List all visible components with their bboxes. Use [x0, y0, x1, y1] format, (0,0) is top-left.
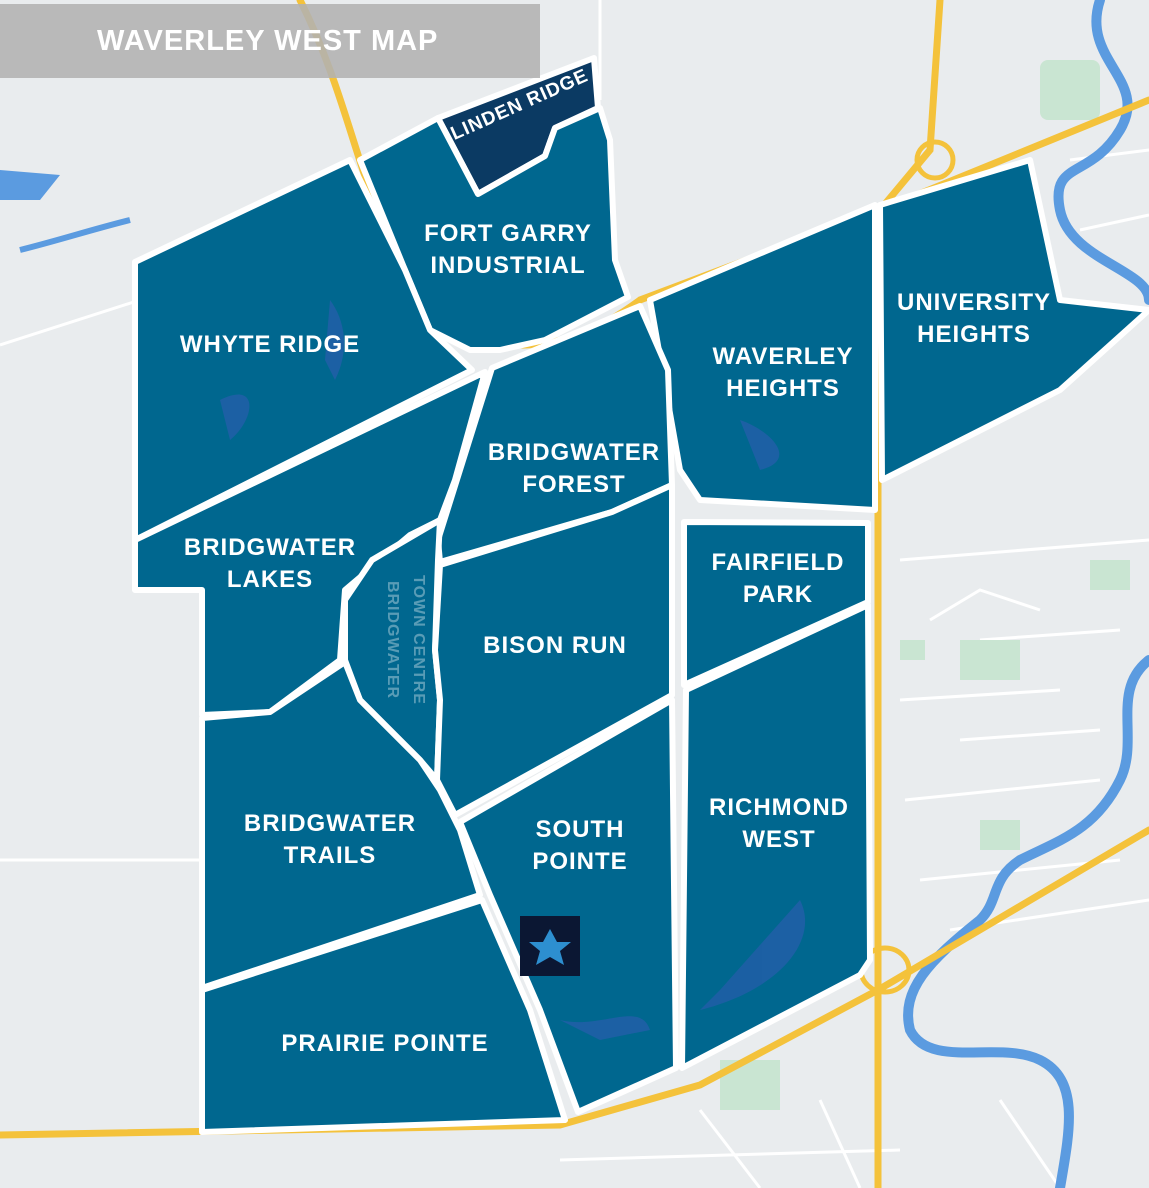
neighbourhood-ponds [220, 300, 806, 1040]
bridgwater-trails-label-line: BRIDGWATER [244, 810, 416, 837]
town-centre-label-line: BRIDGWATER [384, 581, 401, 699]
waverley-heights-label-line: WAVERLEY [713, 343, 854, 370]
prairie-pointe-area[interactable] [199, 897, 568, 1135]
university-heights-label-line: HEIGHTS [917, 321, 1031, 348]
fairfield-park-label-line: FAIRFIELD [712, 549, 845, 576]
fairfield-park-label-line: PARK [743, 581, 813, 608]
bridgwater-trails-area[interactable] [199, 659, 483, 991]
whyte-ridge-label-line: WHYTE RIDGE [180, 331, 360, 358]
fort-garry-industrial-label-line: FORT GARRY [424, 220, 592, 247]
richmond-west-label-line: WEST [742, 826, 815, 853]
fort-garry-industrial-area[interactable] [357, 105, 631, 353]
south-pointe-label-line: POINTE [532, 848, 627, 875]
university-heights-area[interactable] [877, 157, 1149, 483]
waverley-heights-area[interactable] [647, 202, 878, 513]
park-areas [720, 60, 1130, 1110]
town-centre-label-line: TOWN CENTRE [410, 575, 427, 705]
south-pointe-label-line: SOUTH [536, 816, 625, 843]
richmond-west-area[interactable] [679, 602, 873, 1071]
bridgwater-trails-label-line: TRAILS [284, 842, 377, 869]
creek-west [19, 217, 131, 253]
waverley-heights-label-line: HEIGHTS [726, 375, 840, 402]
prairie-pointe-label: PRAIRIE POINTE [281, 1030, 488, 1057]
star-icon [529, 929, 571, 965]
prairie-pointe-label-line: PRAIRIE POINTE [281, 1030, 488, 1057]
lake-west [0, 170, 60, 200]
richmond-west-label: RICHMOND WEST [709, 794, 849, 853]
south-pointe-area[interactable] [457, 697, 679, 1115]
bison-run-label: BISON RUN [483, 632, 627, 659]
bridgwater-forest-label: BRIDGWATER FOREST [488, 439, 660, 498]
university-heights-label: UNIVERSITY HEIGHTS [897, 289, 1051, 348]
university-heights-label-line: UNIVERSITY [897, 289, 1051, 316]
south-pointe-label: SOUTH POINTE [532, 816, 627, 875]
bridgwater-lakes-label-line: BRIDGWATER [184, 534, 356, 561]
bison-run-label-line: BISON RUN [483, 632, 627, 659]
bridgwater-forest-label-line: FOREST [522, 471, 625, 498]
bridgwater-lakes-label: BRIDGWATER LAKES [184, 534, 356, 593]
red-river [903, 0, 1149, 1188]
map-title: WAVERLEY WEST MAP [97, 24, 439, 57]
whyte-ridge-label: WHYTE RIDGE [180, 331, 360, 358]
map-title-banner: WAVERLEY WEST MAP [0, 4, 540, 78]
star-marker[interactable] [520, 916, 580, 976]
waverley-heights-label: WAVERLEY HEIGHTS [713, 343, 854, 402]
bridgwater-trails-label: BRIDGWATER TRAILS [244, 810, 416, 869]
fort-garry-industrial-label-line: INDUSTRIAL [430, 252, 585, 279]
bridgwater-forest-label-line: BRIDGWATER [488, 439, 660, 466]
richmond-west-label-line: RICHMOND [709, 794, 849, 821]
fort-garry-industrial-label: FORT GARRY INDUSTRIAL [424, 220, 592, 279]
fairfield-park-label: FAIRFIELD PARK [712, 549, 845, 608]
bridgwater-lakes-label-line: LAKES [227, 566, 313, 593]
